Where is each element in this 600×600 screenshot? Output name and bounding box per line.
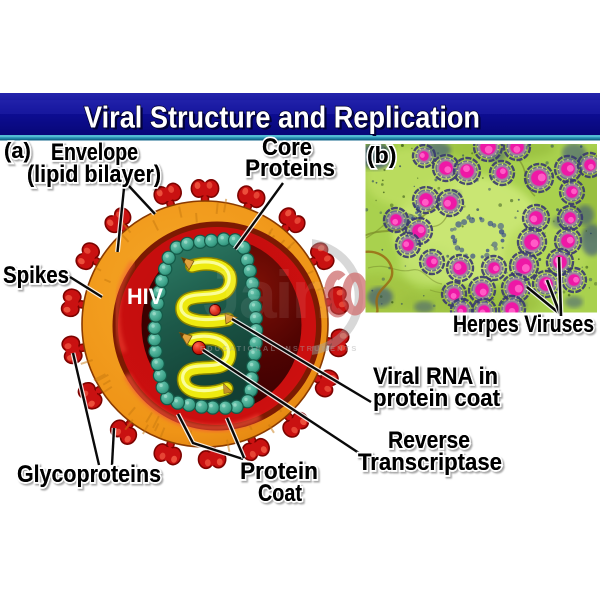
svg-text:protein coat: protein coat — [373, 385, 500, 412]
svg-text:Glycoproteins: Glycoproteins — [17, 461, 161, 488]
svg-text:Core: Core — [262, 134, 312, 161]
svg-text:Proteins: Proteins — [245, 155, 335, 182]
svg-text:(lipid bilayer): (lipid bilayer) — [27, 161, 161, 188]
svg-text:(b): (b) — [367, 142, 396, 168]
svg-text:Envelope: Envelope — [51, 139, 138, 166]
svg-text:Spikes: Spikes — [3, 262, 69, 289]
svg-text:Transcriptase: Transcriptase — [358, 449, 502, 476]
svg-text:Protein: Protein — [240, 458, 318, 485]
svg-text:(a): (a) — [4, 138, 31, 163]
svg-text:Jain: Jain — [203, 257, 331, 333]
svg-text:Core: Core — [262, 134, 312, 161]
svg-text:(a): (a) — [4, 138, 31, 163]
svg-text:Spikes: Spikes — [3, 262, 69, 289]
svg-text:(b): (b) — [367, 142, 396, 168]
svg-text:Transcriptase: Transcriptase — [358, 449, 502, 476]
svg-text:Coat: Coat — [258, 480, 302, 507]
svg-text:protein coat: protein coat — [373, 385, 500, 412]
svg-text:Coat: Coat — [258, 480, 302, 507]
svg-text:Viral Structure and Replicatio: Viral Structure and Replication — [86, 102, 482, 137]
svg-text:Protein: Protein — [240, 458, 318, 485]
svg-text:Envelope: Envelope — [51, 139, 138, 166]
svg-text:Reverse: Reverse — [388, 427, 470, 454]
svg-text:Viral Structure and Replicatio: Viral Structure and Replication — [84, 100, 480, 135]
svg-text:Viral RNA in: Viral RNA in — [373, 363, 498, 390]
svg-text:Viral RNA in: Viral RNA in — [373, 363, 498, 390]
svg-text:Glycoproteins: Glycoproteins — [17, 461, 161, 488]
svg-text:Reverse: Reverse — [388, 427, 470, 454]
svg-text:(lipid bilayer): (lipid bilayer) — [27, 161, 161, 188]
svg-text:HIV: HIV — [127, 284, 163, 309]
svg-text:Herpes Viruses: Herpes Viruses — [453, 311, 594, 338]
svg-text:Proteins: Proteins — [245, 155, 335, 182]
svg-text:Herpes Viruses: Herpes Viruses — [453, 311, 594, 338]
